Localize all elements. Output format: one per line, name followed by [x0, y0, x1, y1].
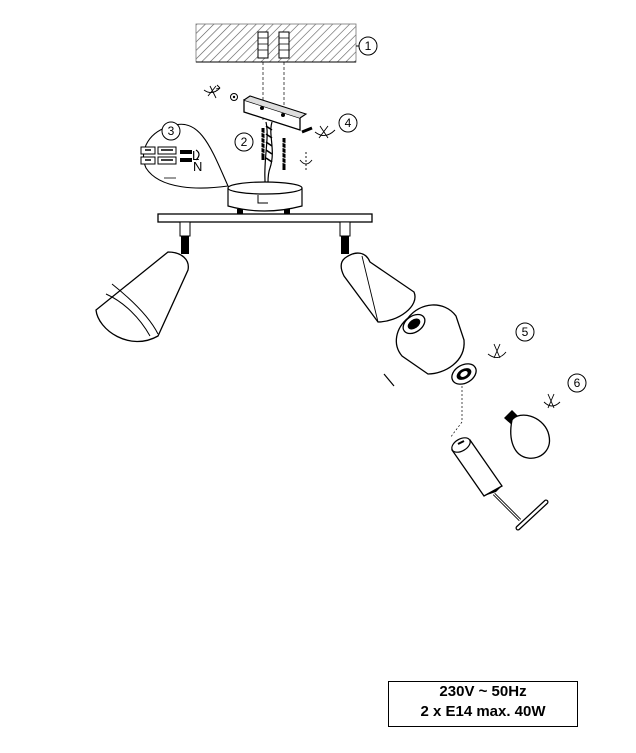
rotate-arrow-icon — [487, 343, 507, 359]
svg-text:1: 1 — [365, 39, 372, 53]
step-5-marker: 5 — [515, 322, 535, 342]
terminal-l-label: L — [192, 148, 199, 163]
lamp-bar — [157, 213, 373, 223]
mounting-bracket — [243, 95, 308, 131]
retaining-ring — [451, 363, 477, 385]
shade-cup — [383, 304, 465, 387]
step-1-marker: 1 — [358, 36, 378, 56]
electrical-spec-box: 230V ~ 50Hz 2 x E14 max. 40W — [388, 681, 578, 727]
wall-plug-icon — [257, 31, 290, 59]
rotate-arrow-icon — [203, 84, 221, 99]
screw-icon — [259, 128, 288, 170]
svg-text:5: 5 — [522, 325, 529, 339]
rotate-arrow-icon — [543, 393, 561, 409]
rotate-arrow-icon — [314, 125, 336, 139]
step-3-marker: 3 — [161, 121, 181, 141]
svg-text:4: 4 — [345, 116, 352, 130]
spec-voltage: 230V ~ 50Hz — [439, 683, 527, 700]
step-6-marker: 6 — [567, 373, 587, 393]
step-2-marker: 2 — [234, 132, 254, 152]
spotlight-left — [95, 221, 191, 343]
ceiling — [195, 23, 357, 63]
nut-icon — [230, 93, 238, 101]
spec-bulb: 2 x E14 max. 40W — [420, 703, 546, 720]
bulb — [504, 410, 551, 459]
svg-text:6: 6 — [574, 376, 581, 390]
svg-text:3: 3 — [168, 124, 175, 138]
svg-text:2: 2 — [241, 135, 248, 149]
lamp-holder — [451, 437, 549, 531]
spotlight-right — [339, 221, 416, 323]
step-4-marker: 4 — [338, 113, 358, 133]
screw-icon — [301, 126, 313, 134]
wiring-detail: L N — [140, 123, 229, 189]
terminal-n-label: N — [193, 159, 202, 174]
rotate-arrow-icon — [299, 152, 313, 170]
canopy — [227, 181, 303, 214]
